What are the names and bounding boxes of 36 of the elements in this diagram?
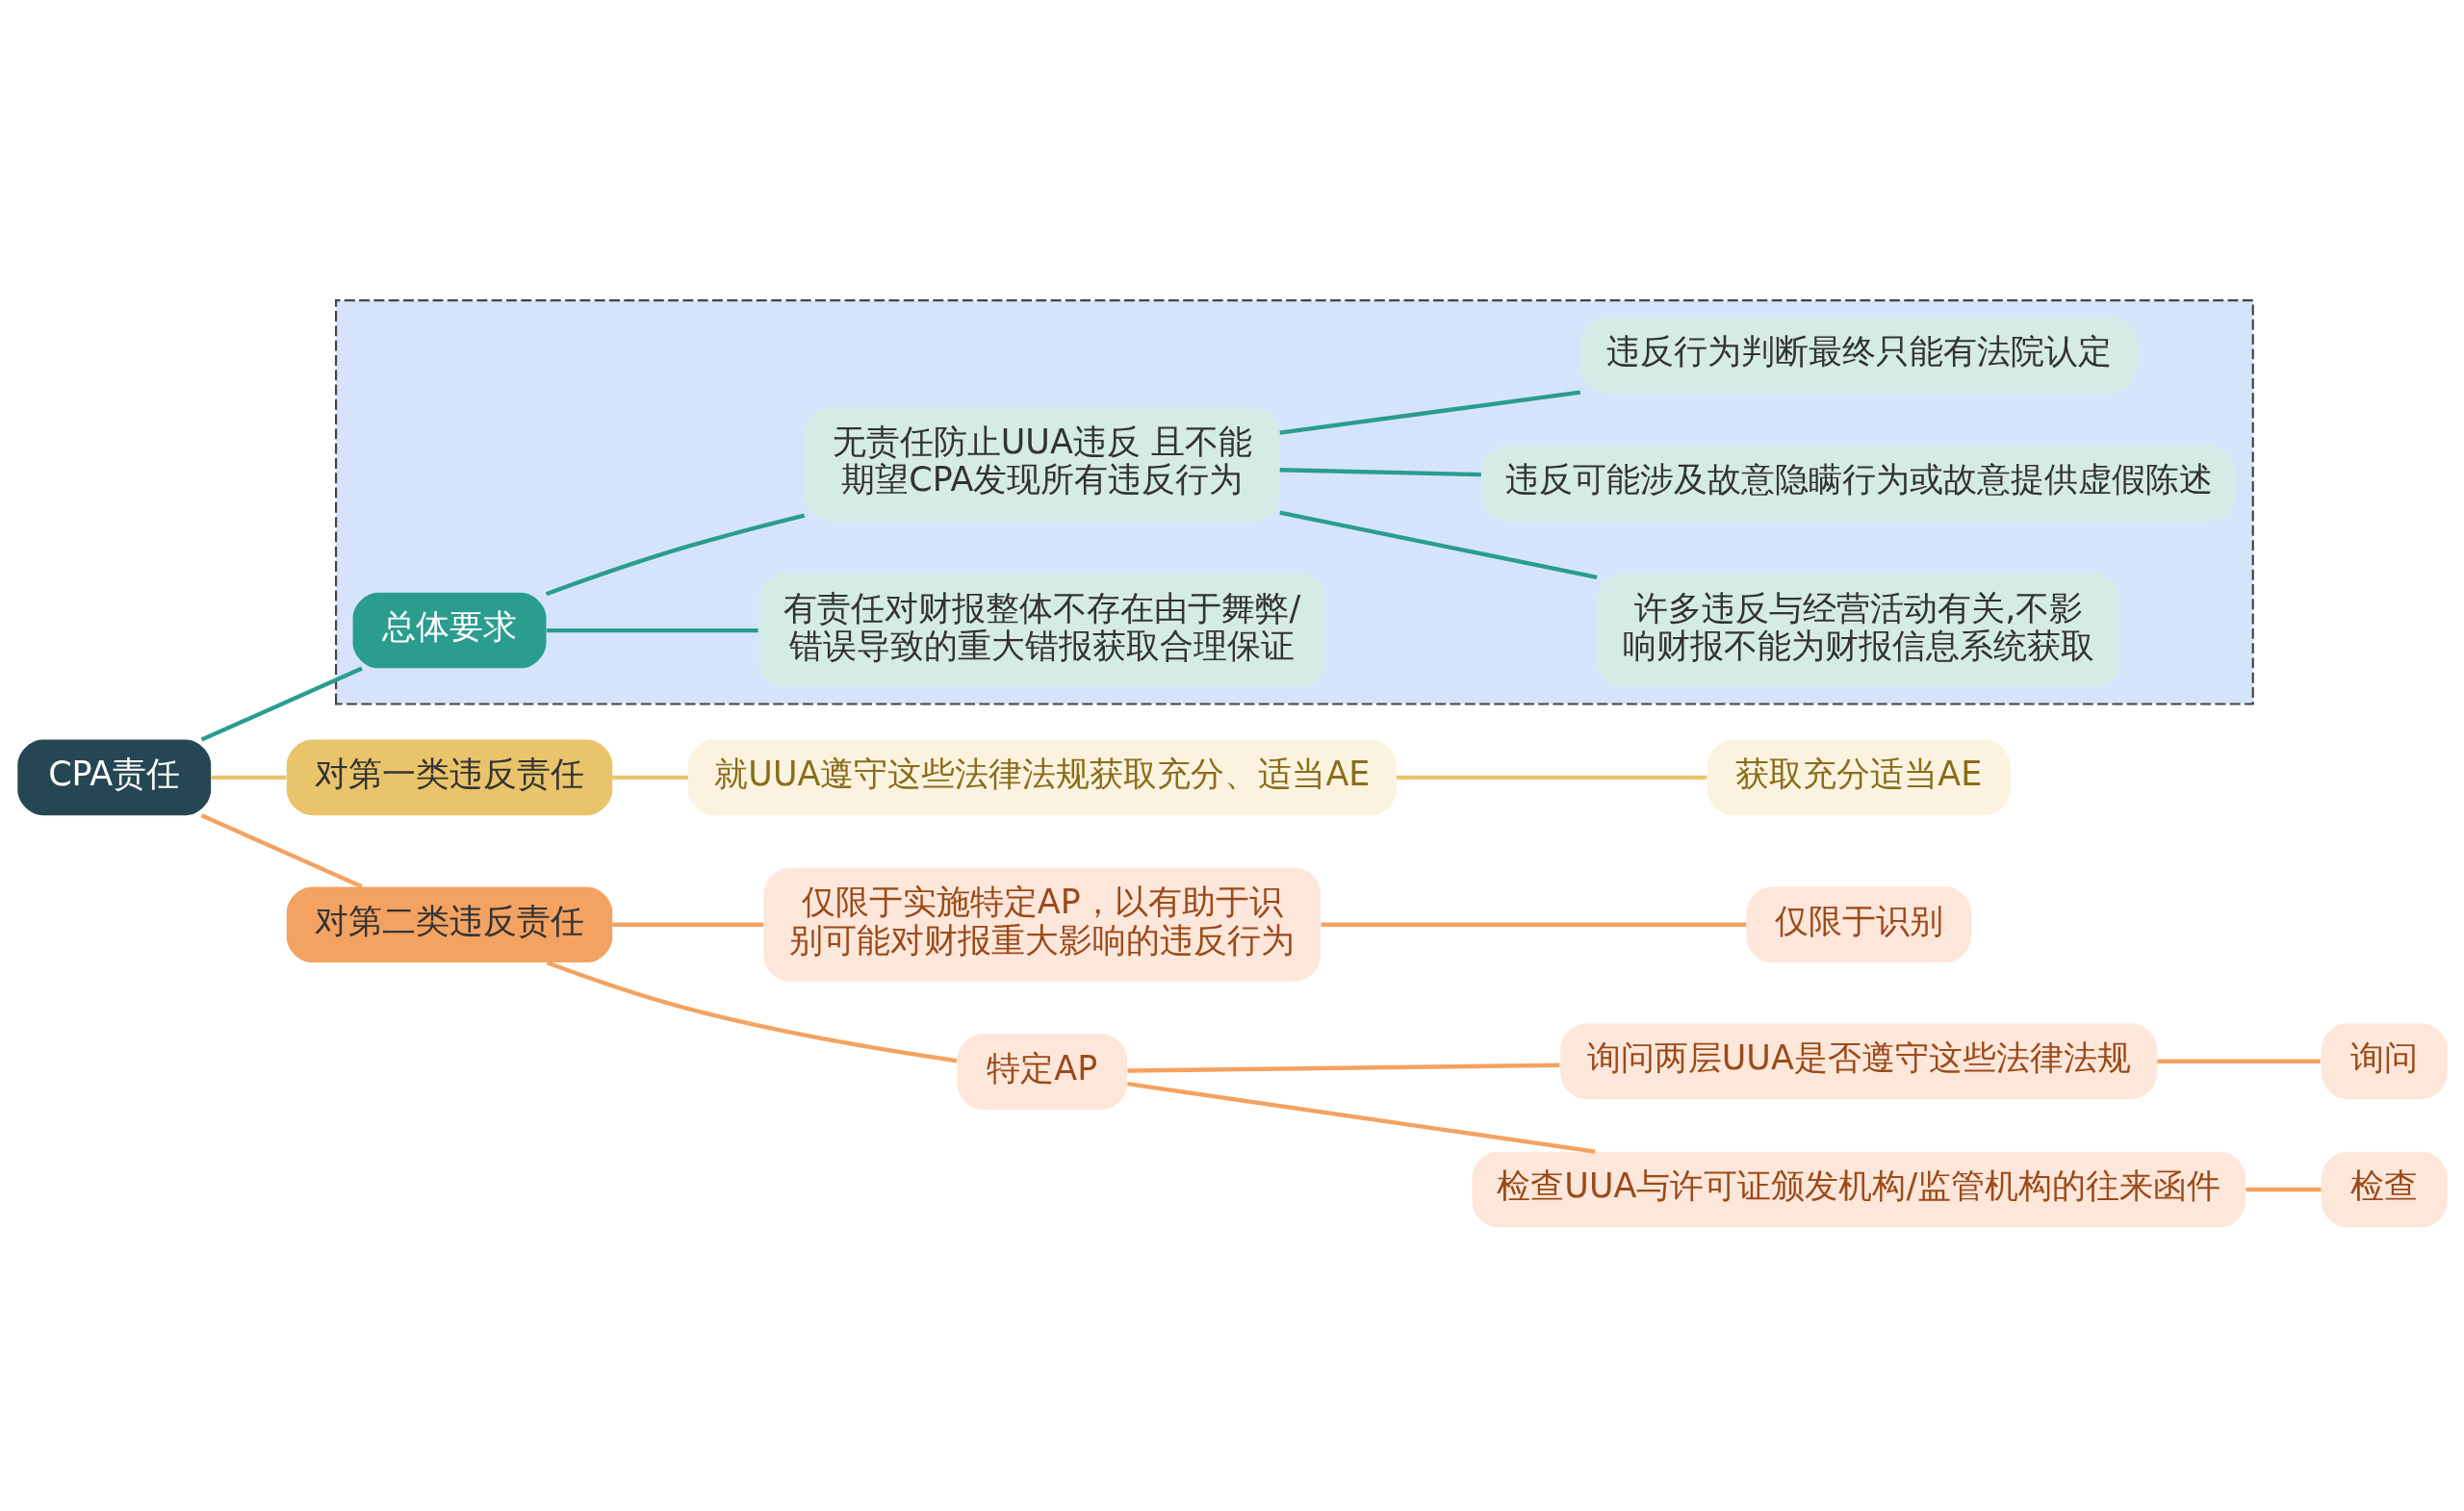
node-box: 对第一类违反责任: [286, 739, 612, 816]
node-box: 询问两层UUA是否遵守这些法律法规: [1559, 1023, 2157, 1100]
connector: [611, 922, 763, 927]
cluster: [334, 299, 2254, 705]
node-box: 就UUA遵守这些法律法规获取充分、适当AE: [687, 739, 1397, 816]
node-box: 有责任对财报整体不存在由于舞弊/错误导致的重大错报获取合理保证: [757, 574, 1326, 688]
node-box: 仅限于识别: [1745, 886, 1971, 963]
node-box: 无责任防止UUA违反 且不能期望CPA发现所有违反行为: [804, 407, 1280, 522]
connector: [546, 627, 758, 633]
connector: [1126, 1063, 1559, 1073]
node-box: 违反可能涉及故意隐瞒行为或故意提供虚假陈述: [1480, 445, 2236, 522]
connector: [2245, 1187, 2322, 1192]
connector: [611, 775, 688, 781]
node-box: 获取充分适当AE: [1707, 739, 2010, 816]
connector: [210, 775, 286, 781]
node-box: CPA责任: [16, 739, 211, 816]
node-box: 检查UUA与许可证颁发机构/监管机构的往来函件: [1471, 1151, 2246, 1228]
connector: [200, 666, 363, 742]
connector: [2156, 1059, 2321, 1063]
node-box: 对第二类违反责任: [286, 886, 612, 963]
node-box: 违反行为判断最终只能有法院认定: [1579, 317, 2138, 394]
connector: [545, 513, 805, 597]
node-box: 询问: [2321, 1023, 2448, 1100]
connector: [1278, 390, 1580, 435]
node-box: 总体要求: [352, 592, 546, 669]
node-box: 仅限于实施特定AP，以有助于识别可能对财报重大影响的违反行为: [763, 867, 1321, 982]
connector: [200, 813, 363, 889]
connector: [546, 960, 957, 1063]
connector: [1321, 922, 1746, 927]
connector: [1396, 775, 1707, 781]
node-box: 特定AP: [956, 1034, 1127, 1110]
connector: [1278, 510, 1598, 580]
node-box: 检查: [2321, 1151, 2448, 1228]
node-box: 许多违反与经营活动有关,不影响财报不能为财报信息系统获取: [1596, 574, 2120, 688]
connector: [1279, 468, 1481, 477]
connector: [1126, 1082, 1596, 1154]
